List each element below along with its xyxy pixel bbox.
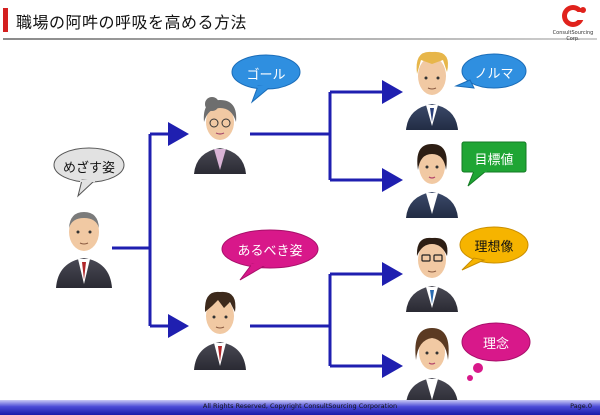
person-ideal	[194, 291, 246, 370]
bubble-root	[53, 147, 125, 198]
slide-title: 職場の阿吽の呼吸を高める方法	[16, 13, 248, 32]
person-vision	[406, 237, 458, 312]
bubble-vision	[459, 226, 529, 271]
bubble-quota	[454, 53, 527, 89]
person-quota	[406, 51, 458, 130]
bubble-label-target: 目標値	[474, 153, 514, 168]
bubble-philosophy	[461, 322, 531, 381]
company-logo: ConsultSourcing Corp.	[548, 2, 598, 42]
person-target	[406, 144, 458, 218]
bubble-label-ideal: あるべき姿	[237, 244, 303, 259]
bubble-label-quota: ノルマ	[474, 67, 514, 82]
bubble-label-goal: ゴール	[246, 68, 286, 83]
bubble-label-vision: 理想像	[474, 240, 514, 255]
logo-mark-icon	[562, 5, 586, 27]
slide-header: 職場の阿吽の呼吸を高める方法 ConsultSourcing Corp.	[0, 0, 600, 42]
person-root	[56, 212, 112, 288]
bubble-ideal	[221, 229, 319, 281]
connector-lines	[112, 80, 403, 378]
bubble-label-philosophy: 理念	[482, 337, 509, 352]
copyright-text: All Rights Reserved, Copyright ConsultSo…	[202, 402, 398, 410]
person-goal	[194, 97, 246, 174]
logo-text: ConsultSourcing Corp.	[552, 30, 594, 42]
header-underline	[3, 38, 597, 40]
person-philosophy	[406, 328, 458, 404]
slide-footer: All Rights Reserved, Copyright ConsultSo…	[0, 400, 600, 415]
bubble-goal	[231, 54, 301, 104]
page-number: Page.0	[570, 402, 592, 410]
bubble-target	[461, 141, 527, 187]
bubble-label-root: めざす姿	[62, 161, 115, 176]
header-accent-bar	[3, 8, 8, 32]
